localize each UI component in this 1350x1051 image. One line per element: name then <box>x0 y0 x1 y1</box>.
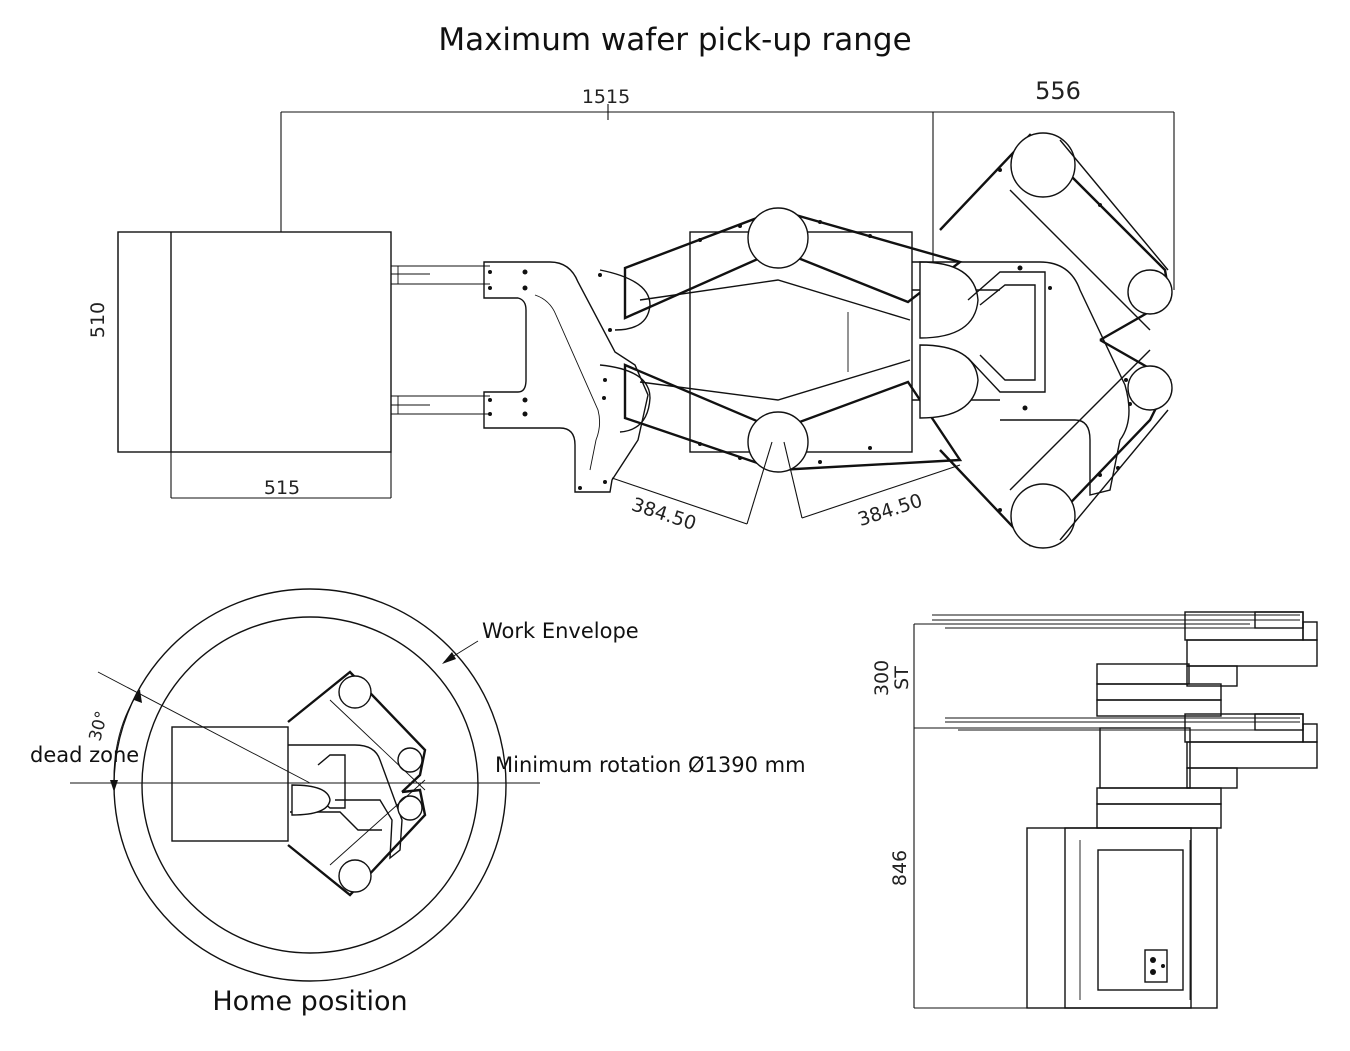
dim-stroke-unit-label: ST <box>891 666 913 690</box>
dimension-515: 515 <box>170 452 392 499</box>
fork-upper-left <box>391 265 490 285</box>
wrist-bracket-left <box>483 261 649 493</box>
left-arm-pulleys <box>598 269 651 433</box>
robot-base <box>117 231 392 453</box>
edge-fasteners <box>698 168 1102 512</box>
work-envelope-circle <box>113 588 507 982</box>
center-body <box>689 231 913 453</box>
dim-arm-right-label: 384.50 <box>855 490 925 531</box>
angle-label: 30° <box>86 709 113 743</box>
dimension-510: 510 <box>87 232 119 452</box>
right-extended-arm <box>939 132 1172 549</box>
side-view: 300 ST 846 <box>871 611 1318 1009</box>
dim-stroke-value-label: 300 <box>871 660 893 696</box>
dim-extension-label: 556 <box>1035 77 1081 105</box>
dim-total-width-label: 1515 <box>582 86 630 108</box>
dim-height-label: 510 <box>87 302 109 338</box>
drawing-title: Maximum wafer pick-up range <box>438 22 911 58</box>
dimension-384-right: 384.50 <box>783 441 961 531</box>
center-link-diamond <box>623 207 963 473</box>
dim-base-width-label: 515 <box>264 477 300 499</box>
home-view: Work Envelope dead zone 30° Minimum rota… <box>30 588 806 1017</box>
dimension-384-left: 384.50 <box>611 441 773 535</box>
dim-arm-left-label: 384.50 <box>629 494 699 535</box>
dimension-1515: 1515 <box>280 86 933 232</box>
home-position-caption: Home position <box>212 986 407 1017</box>
dim-side-height-label: 846 <box>889 850 911 886</box>
top-view: 1515 556 510 515 <box>87 77 1175 549</box>
fork-lower-left <box>391 395 490 415</box>
dimension-556: 556 <box>932 77 1175 290</box>
min-rotation-label: Minimum rotation Ø1390 mm <box>495 753 806 777</box>
work-envelope-label: Work Envelope <box>482 619 639 643</box>
min-rotation-circle <box>141 616 479 954</box>
dead-zone-label: dead zone <box>30 743 139 767</box>
right-wrist-links <box>912 261 1173 496</box>
